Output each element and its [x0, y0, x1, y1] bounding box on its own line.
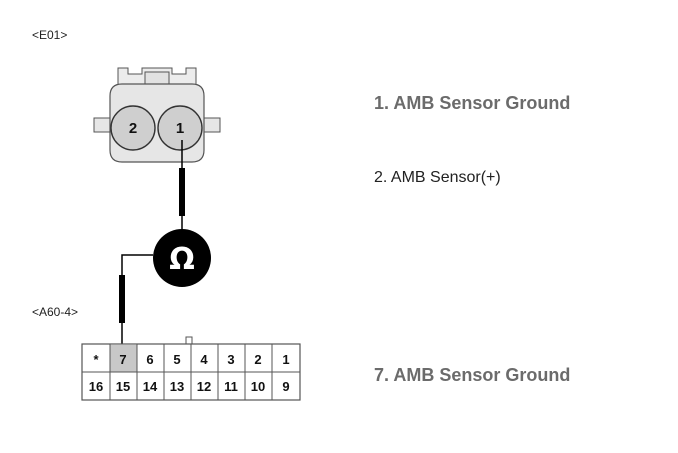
a60-pin-16: 16: [89, 379, 103, 394]
a60-pin-14: 14: [143, 379, 158, 394]
a60-connector-label: <A60-4>: [32, 305, 78, 319]
a60-pin-11: 11: [224, 379, 238, 394]
a60-pin-13: 13: [170, 379, 184, 394]
a60-pin-10: 10: [251, 379, 265, 394]
e01-pin-1-label: 1: [176, 120, 184, 137]
ohmmeter: Ω: [153, 229, 211, 287]
legend-pin-1: 1. AMB Sensor Ground: [374, 93, 570, 113]
e01-connector: 2 1: [93, 67, 221, 163]
legend-pin-2: 2. AMB Sensor(+): [374, 169, 501, 186]
a60-pin-star: *: [93, 352, 99, 367]
probe-lead-lower: [119, 254, 153, 350]
a60-pin-5: 5: [173, 352, 180, 367]
a60-pin-3: 3: [227, 352, 234, 367]
a60-pin-12: 12: [197, 379, 211, 394]
e01-pin-2-cavity: [110, 105, 156, 151]
a60-pin-7: 7: [119, 352, 126, 367]
e01-pin-2-label: 2: [129, 120, 137, 137]
e01-pin-1-cavity: [157, 105, 203, 151]
a60-pin-2: 2: [254, 352, 261, 367]
a60-pin-1: 1: [282, 352, 289, 367]
a60-pin-4: 4: [200, 352, 208, 367]
a60-pin-9: 9: [282, 379, 289, 394]
legend-pin-7: 7. AMB Sensor Ground: [374, 365, 570, 385]
a60-connector: * 7 6 5 4 3 2 1 16 15 14 13 12 11 10 9: [81, 336, 301, 401]
a60-pin-7-highlight: [110, 345, 137, 372]
e01-connector-label: <E01>: [32, 28, 67, 42]
a60-pin-6: 6: [146, 352, 153, 367]
ohmmeter-icon: Ω: [169, 242, 195, 277]
a60-pin-15: 15: [116, 379, 130, 394]
